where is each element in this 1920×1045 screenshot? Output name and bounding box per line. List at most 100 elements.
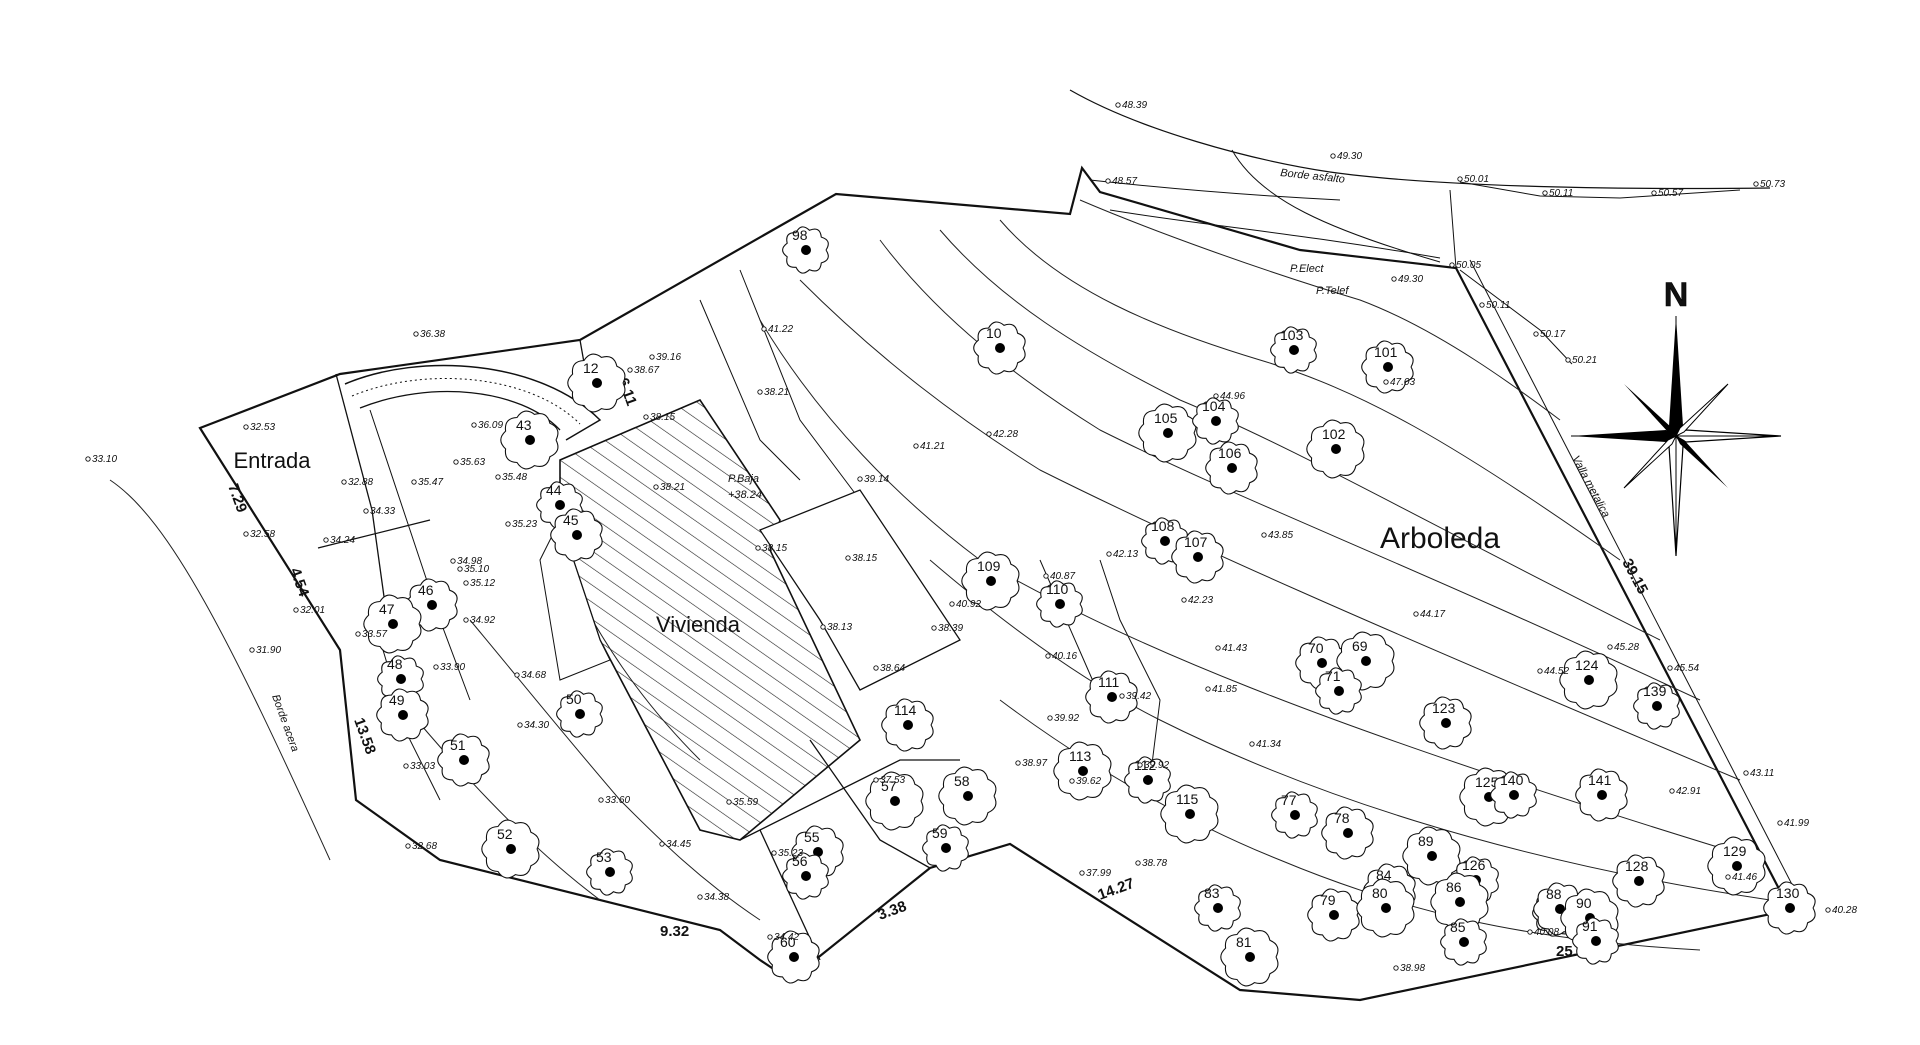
- elevation-marker: [514, 672, 520, 678]
- tree-trunk-dot: [388, 619, 398, 629]
- tree-trunk-dot: [963, 791, 973, 801]
- elevation-value: 32.88: [348, 477, 373, 488]
- elevation-value: 35.59: [733, 797, 758, 808]
- road-edge: [1069, 89, 1771, 365]
- elevation-marker: [1069, 778, 1075, 784]
- tree-trunk-dot: [1213, 903, 1223, 913]
- tree-114: 114: [881, 698, 934, 752]
- tree-trunk-dot: [1289, 345, 1299, 355]
- tree-number: 110: [1046, 581, 1069, 597]
- elevation-value: 40.28: [1832, 905, 1857, 916]
- elevation-value: 38.39: [938, 623, 963, 634]
- tree-trunk-dot: [986, 576, 996, 586]
- elevation-marker: [341, 479, 347, 485]
- tree-48: 48: [377, 655, 424, 703]
- elevation-marker: [411, 479, 417, 485]
- elevation-marker: [1047, 715, 1053, 721]
- elevation-value: 35.12: [470, 578, 495, 589]
- tree-number: 52: [497, 826, 513, 842]
- tree-number: 108: [1151, 518, 1175, 534]
- tree-trunk-dot: [1331, 444, 1341, 454]
- elevation-point: 41.85: [1205, 684, 1237, 695]
- elevation-value: 38.21: [764, 387, 789, 398]
- elevation-point: 35.63: [453, 457, 485, 468]
- tree-45: 45: [550, 508, 603, 562]
- elevation-marker: [1533, 331, 1539, 337]
- dim-label: 4.54: [286, 566, 312, 600]
- elevation-point: 38.21: [757, 387, 789, 398]
- elevation-value: 39.92: [1144, 760, 1169, 771]
- tree-trunk-dot: [1193, 552, 1203, 562]
- elevation-value: 32.58: [250, 529, 275, 540]
- tree-number: 89: [1418, 833, 1434, 849]
- elevation-value: 35.23: [778, 848, 803, 859]
- elevation-marker: [986, 431, 992, 437]
- elevation-marker: [1115, 102, 1121, 108]
- elevation-point: 50.57: [1651, 188, 1683, 199]
- tree-number: 112: [1134, 757, 1157, 773]
- house-building: [539, 399, 961, 841]
- tree-51: 51: [437, 733, 490, 787]
- elevation-marker: [1607, 644, 1613, 650]
- tree-trunk-dot: [398, 710, 408, 720]
- label-p-telef: P.Telef: [1316, 285, 1349, 297]
- elevation-marker: [1725, 874, 1731, 880]
- tree-43: 43: [500, 410, 559, 470]
- tree-number: 90: [1576, 895, 1592, 911]
- dim-label: 14.27: [1096, 875, 1137, 904]
- elevation-point: 40.08: [1527, 927, 1559, 938]
- label-arboleda: Arboleda: [1380, 522, 1500, 555]
- tree-number: 81: [1236, 934, 1252, 950]
- elevation-marker: [517, 722, 523, 728]
- elevation-marker: [1043, 573, 1049, 579]
- tree-91: 91: [1572, 917, 1619, 965]
- tree-80: 80: [1356, 878, 1415, 938]
- tree-number: 130: [1776, 885, 1800, 901]
- elevation-value: 33.57: [362, 629, 387, 640]
- tree-113: 113: [1053, 741, 1112, 801]
- elevation-marker: [726, 799, 732, 805]
- tree-129: 129: [1707, 836, 1766, 896]
- elevation-point: 33.90: [433, 662, 465, 673]
- elevation-marker: [457, 566, 463, 572]
- elevation-value: 40.08: [1534, 927, 1559, 938]
- elevation-value: 49.30: [1337, 151, 1362, 162]
- elevation-point: 32.88: [341, 477, 373, 488]
- elevation-marker: [1753, 181, 1759, 187]
- tree-123: 123: [1419, 696, 1472, 750]
- tree-60: 60: [767, 930, 820, 984]
- elevation-marker: [653, 484, 659, 490]
- tree-number: 57: [881, 778, 897, 794]
- tree-trunk-dot: [1652, 701, 1662, 711]
- elevation-marker: [1667, 665, 1673, 671]
- tree-trunk-dot: [1055, 599, 1065, 609]
- elevation-marker: [1565, 357, 1571, 363]
- elevation-point: 41.22: [761, 324, 793, 335]
- elevation-point: 50.01: [1457, 174, 1489, 185]
- elevation-marker: [471, 422, 477, 428]
- label-entrada: Entrada: [233, 448, 311, 473]
- elevation-value: 43.85: [1268, 530, 1293, 541]
- elevation-value: 41.34: [1256, 739, 1281, 750]
- elevation-marker: [323, 537, 329, 543]
- elevation-marker: [820, 624, 826, 630]
- label-p-baja-elev: +38.24: [728, 489, 762, 501]
- tree-trunk-dot: [789, 952, 799, 962]
- elevation-marker: [463, 580, 469, 586]
- tree-47: 47: [363, 594, 422, 654]
- elevation-marker: [463, 617, 469, 623]
- tree-trunk-dot: [801, 245, 811, 255]
- elevation-point: 37.99: [1079, 868, 1111, 879]
- elevation-point: 35.12: [463, 578, 495, 589]
- elevation-point: 42.23: [1181, 595, 1213, 606]
- elevation-point: 38.67: [627, 365, 659, 376]
- elevation-marker: [1393, 965, 1399, 971]
- elevation-marker: [755, 545, 761, 551]
- elevation-value: 38.64: [880, 663, 905, 674]
- tree-trunk-dot: [995, 343, 1005, 353]
- tree-number: 70: [1308, 640, 1324, 656]
- elevation-value: 41.21: [920, 441, 945, 452]
- elevation-marker: [643, 414, 649, 420]
- tree-number: 105: [1154, 410, 1178, 426]
- tree-number: 53: [596, 849, 612, 865]
